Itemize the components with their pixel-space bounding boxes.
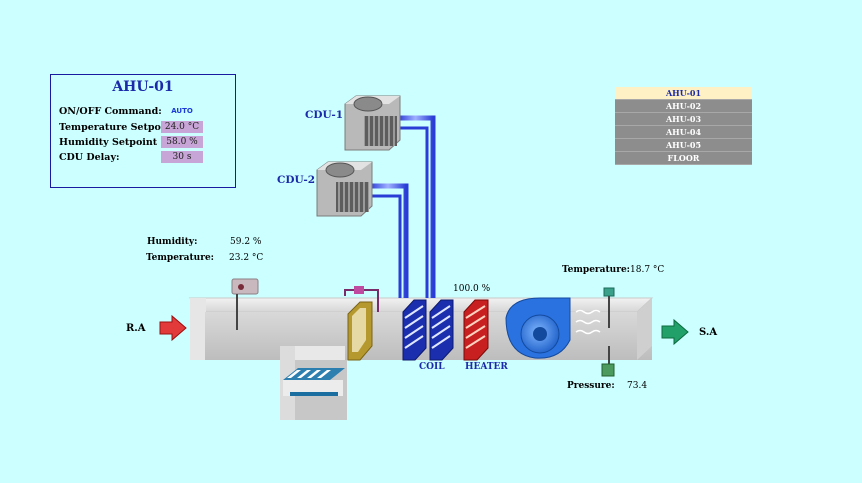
return-temperature-label: Temperature: bbox=[146, 253, 214, 263]
cdu-2-icon bbox=[316, 161, 373, 217]
return-sensor-icon bbox=[231, 278, 259, 330]
duct bbox=[188, 297, 654, 420]
cdu-2-label: CDU-2 bbox=[277, 174, 316, 186]
supply-pressure-value: 73.4 bbox=[627, 381, 648, 391]
menu-item-ahu-05[interactable]: AHU-05 bbox=[615, 139, 752, 152]
supply-fan-icon bbox=[505, 297, 601, 359]
onoff-label: ON/OFF Command: bbox=[59, 106, 162, 117]
cdu-1-label: CDU-1 bbox=[305, 109, 344, 121]
cdu-delay-label: CDU Delay: bbox=[59, 152, 120, 163]
menu-item-floor[interactable]: FLOOR bbox=[615, 152, 752, 165]
refrigerant-pipes bbox=[370, 115, 436, 298]
panel-title: AHU-01 bbox=[112, 79, 174, 95]
cdu-delay-value[interactable]: 30 s bbox=[161, 151, 203, 163]
supply-temperature-label: Temperature: bbox=[562, 265, 630, 275]
heater-icon bbox=[463, 299, 489, 361]
filter-icon bbox=[344, 286, 379, 361]
return-air-label: R.A bbox=[126, 323, 146, 334]
menu-item-ahu-01[interactable]: AHU-01 bbox=[615, 87, 752, 100]
supply-temperature-value: 18.7 °C bbox=[630, 265, 665, 275]
supply-pressure-label: Pressure: bbox=[567, 381, 615, 391]
supply-air-arrow-icon bbox=[661, 318, 689, 346]
onoff-value[interactable]: AUTO bbox=[171, 107, 193, 115]
menu-item-ahu-04[interactable]: AHU-04 bbox=[615, 126, 752, 139]
ahu-menu: AHU-01 AHU-02 AHU-03 AHU-04 AHU-05 FLOOR bbox=[615, 87, 752, 165]
coil-icon bbox=[402, 299, 454, 361]
temp-setpoint-value[interactable]: 24.0 °C bbox=[161, 121, 203, 133]
supply-air-label: S.A bbox=[699, 327, 718, 338]
menu-item-ahu-02[interactable]: AHU-02 bbox=[615, 100, 752, 113]
return-temperature-value: 23.2 °C bbox=[229, 253, 264, 263]
coil-label: COIL bbox=[419, 362, 445, 372]
supply-pressure-sensor-icon bbox=[601, 346, 615, 377]
return-humidity-label: Humidity: bbox=[147, 237, 198, 247]
return-humidity-value: 59.2 % bbox=[230, 237, 262, 247]
heater-label: HEATER bbox=[465, 362, 508, 372]
supply-temp-sensor-icon bbox=[603, 287, 615, 328]
return-air-arrow-icon bbox=[159, 314, 187, 342]
hum-setpoint-value[interactable]: 58.0 % bbox=[161, 136, 203, 148]
cdu-1-icon bbox=[344, 95, 401, 151]
temp-setpoint-label: Temperature Setpoint: bbox=[59, 122, 180, 133]
menu-item-ahu-03[interactable]: AHU-03 bbox=[615, 113, 752, 126]
hum-setpoint-label: Humidity Setpoint bbox=[59, 137, 158, 148]
ahu-info-panel: AHU-01 ON/OFF Command: AUTO Temperature … bbox=[50, 74, 236, 188]
heater-output-value: 100.0 % bbox=[453, 284, 491, 294]
